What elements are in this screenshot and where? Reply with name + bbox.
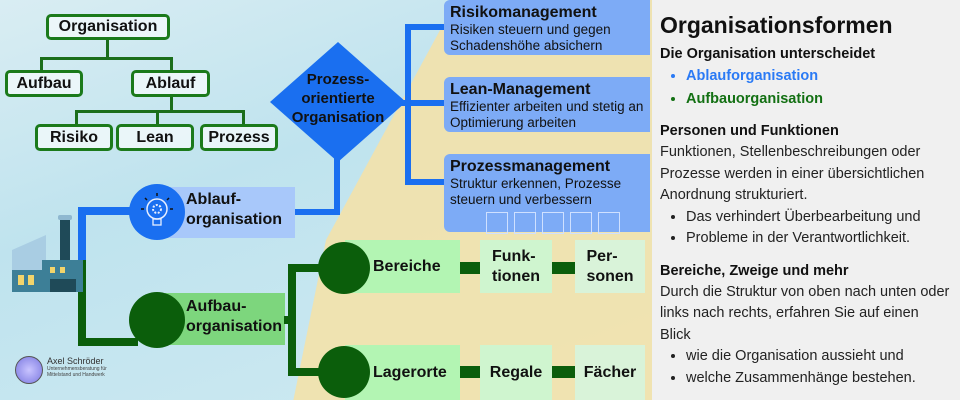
tree-node-aufbau: Aufbau [5,70,83,97]
section2-bullet: wie die Organisation aussieht und [686,346,952,368]
panel-title: Organisationsformen [660,12,893,38]
section1-bullet: Das verhindert Überbearbeitung und [686,207,952,229]
node-regale: Regale [480,345,552,400]
type-ablauf: Ablauforganisation [686,65,952,88]
section2-text: Durch die Struktur von oben nach unten o… [660,283,950,343]
node-bereiche: Bereiche [373,257,441,275]
section1-bullet: Probleme in der Verantwortlichkeit. [686,228,952,250]
logo: Axel Schröder Unternehmensberatung für M… [15,356,125,388]
lagerorte-circle-icon [318,346,370,398]
section1-heading: Personen und Funktionen [660,123,839,139]
compass-icon [15,356,43,384]
node-funktionen: Funk- tionen [480,240,552,293]
section1-text: Funktionen, Stellenbeschreibungen oder P… [660,144,925,203]
ablauf-label: Ablauf-organisation [186,191,283,228]
node-lagerorte: Lagerorte [373,363,447,381]
type-aufbau: Aufbauorganisation [686,88,952,111]
section2-bullet: welche Zusammenhänge bestehen. [686,368,952,390]
process-steps-icon [486,212,644,234]
bereiche-circle-icon [318,242,370,294]
tree-node-risiko: Risiko [35,124,113,151]
section2-heading: Bereiche, Zweige und mehr [660,262,849,279]
tree-node-ablauf: Ablauf [131,70,210,97]
panel-intro: Die Organisation unterscheidet [660,46,876,62]
tree-node-prozess: Prozess [200,124,278,151]
aufbau-label: Aufbau-organisation [186,298,283,335]
node-personen: Per- sonen [575,240,645,293]
factory-icon [12,215,83,292]
aufbau-box [165,293,285,345]
ablauf-box [165,187,295,238]
node-faecher: Fächer [575,345,645,400]
tree-node-organisation: Organisation [46,14,170,40]
info-panel: Organisationsformen Die Organisation unt… [652,0,960,400]
aufbau-circle-icon [129,292,185,348]
lightbulb-gear-icon [129,184,185,240]
tree-node-lean: Lean [116,124,194,151]
process-diamond [270,42,406,162]
